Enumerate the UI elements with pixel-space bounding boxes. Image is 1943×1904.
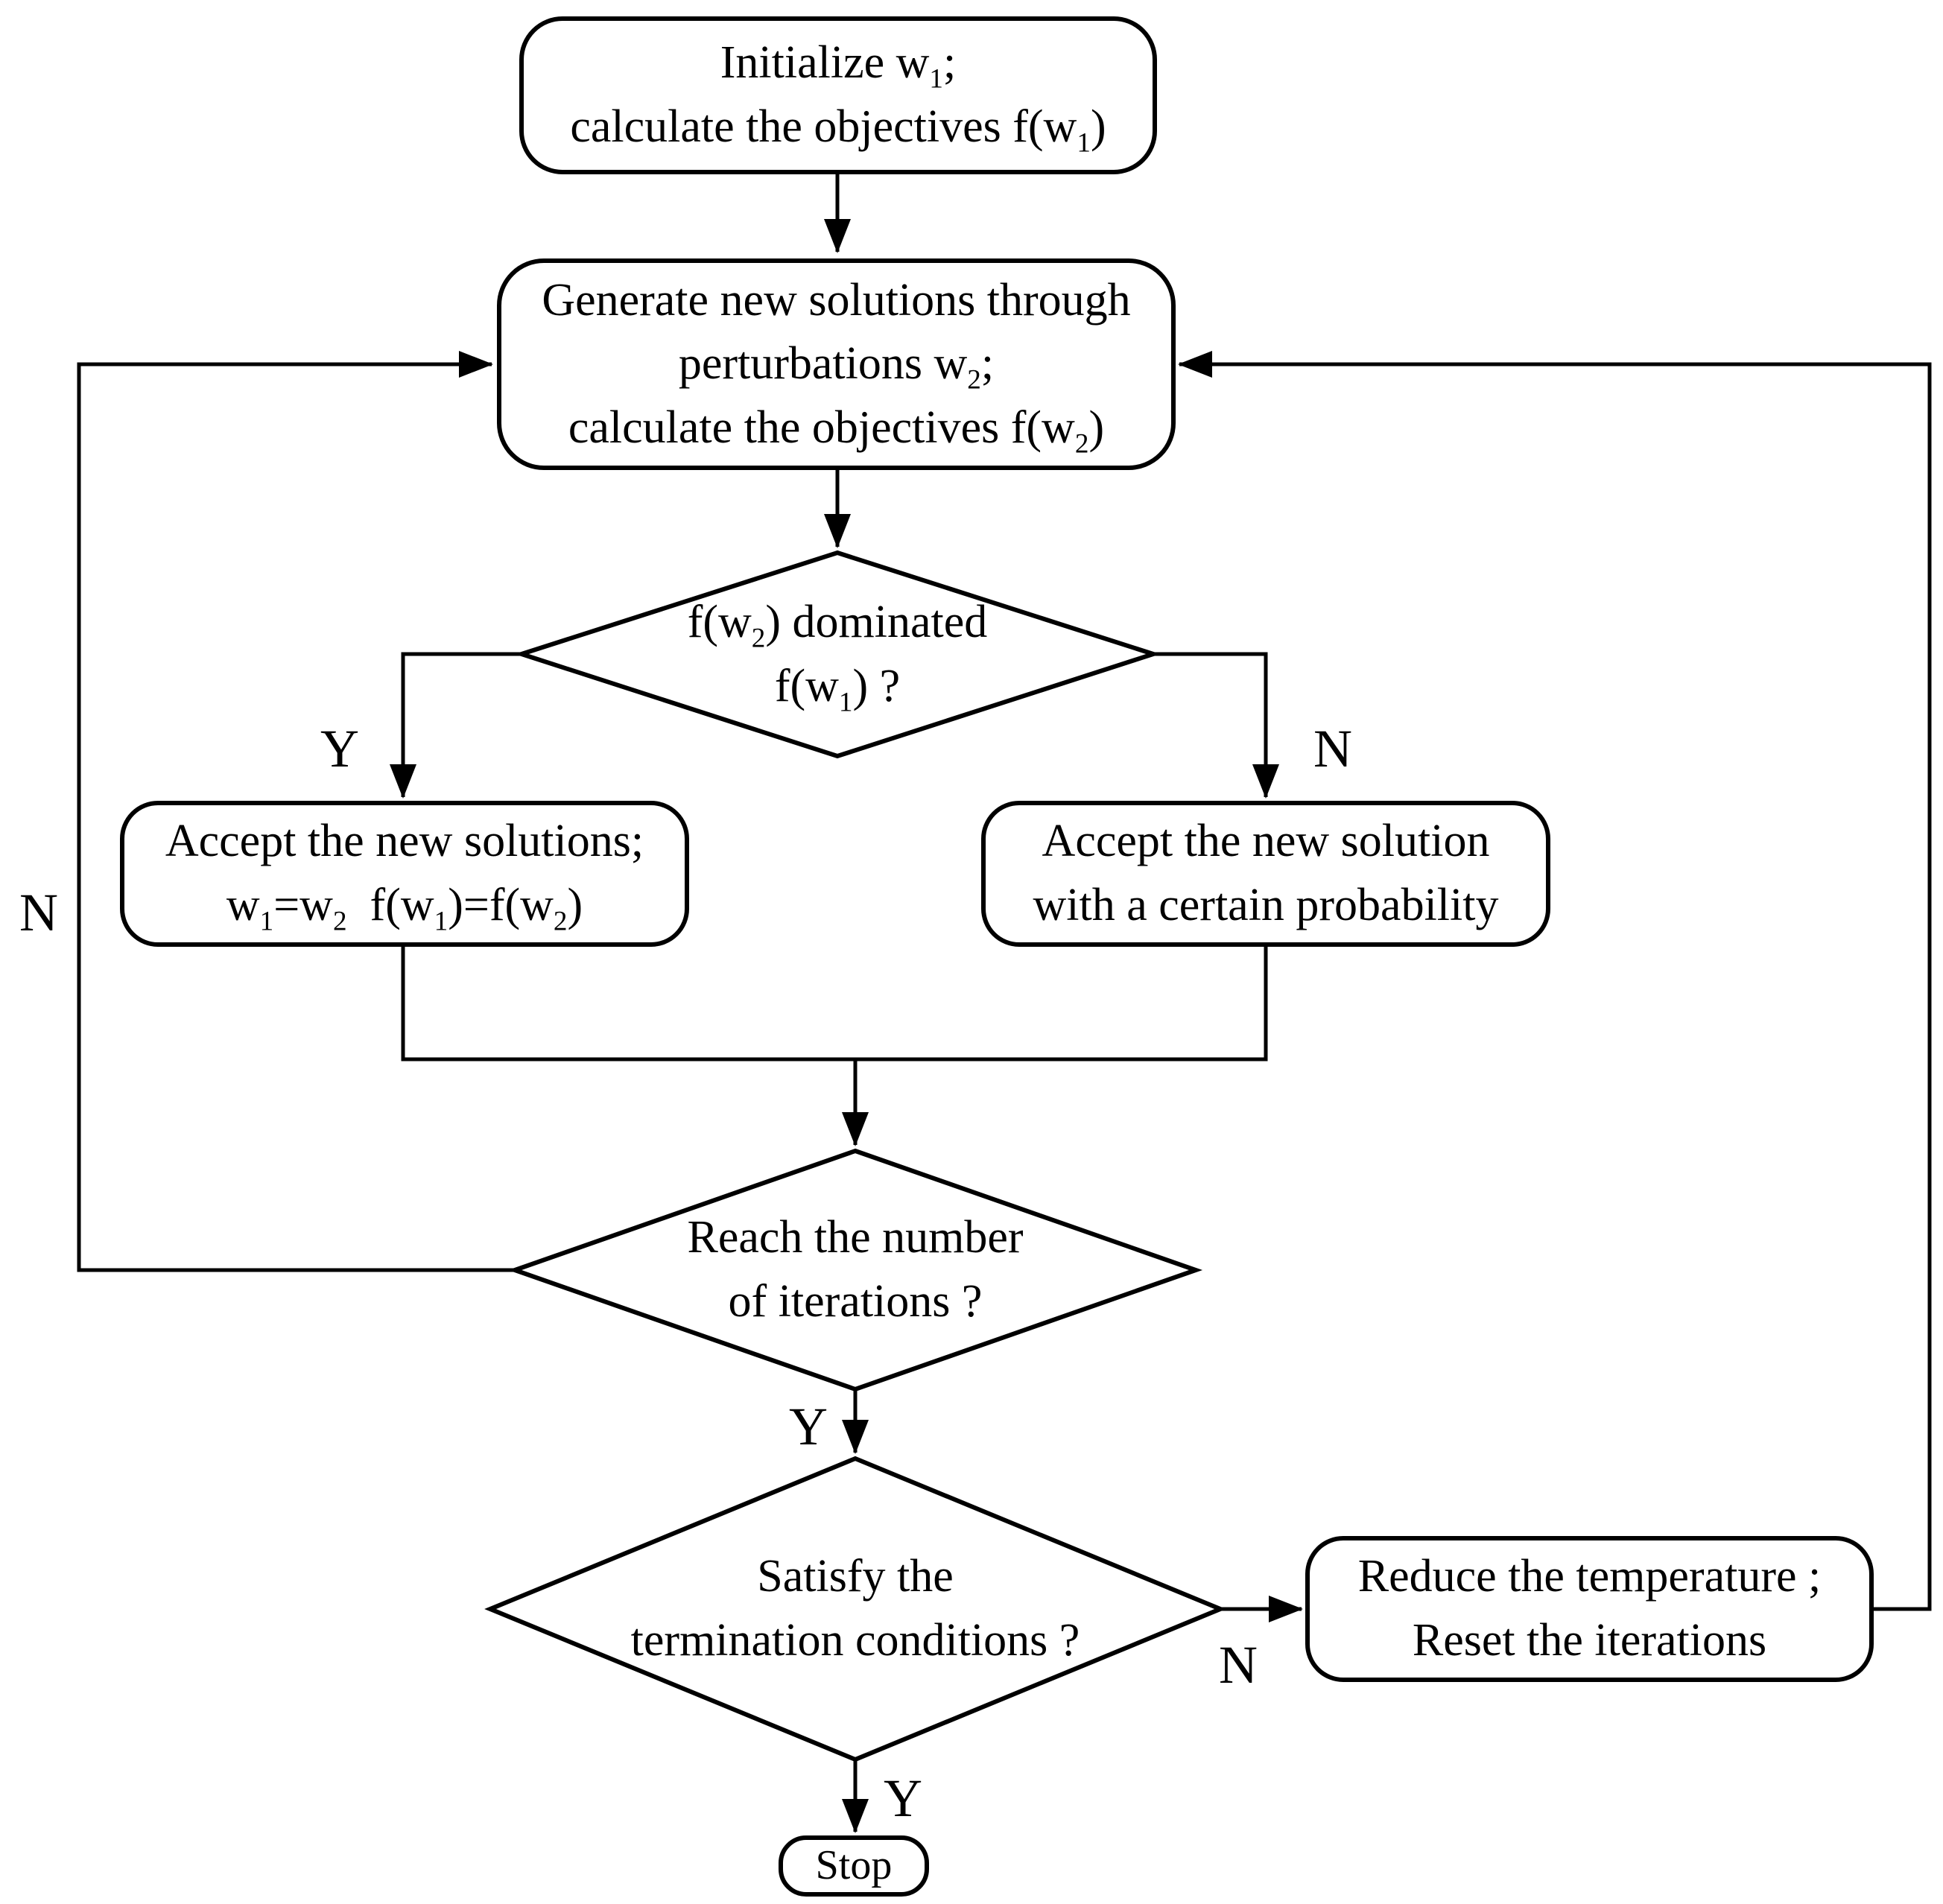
edge-dominated-yes (390, 652, 522, 799)
stop-terminator-shape (779, 1835, 929, 1897)
accept-prob-box-shape (981, 801, 1550, 947)
edge-merge (401, 945, 1268, 1062)
init-box-shape (519, 16, 1157, 174)
iterations-diamond-shape (507, 1148, 1203, 1392)
edge-dominated-no (1153, 652, 1279, 799)
accept-yes-box-shape (120, 801, 689, 947)
edge-reduce-feedback (1178, 351, 1932, 1611)
termination-diamond-shape (484, 1456, 1226, 1762)
edge-iterations-no-feedback (77, 351, 515, 1272)
reduce-box-shape (1305, 1536, 1874, 1682)
generate-box-shape (497, 258, 1176, 470)
dominated-diamond-shape (514, 550, 1161, 759)
